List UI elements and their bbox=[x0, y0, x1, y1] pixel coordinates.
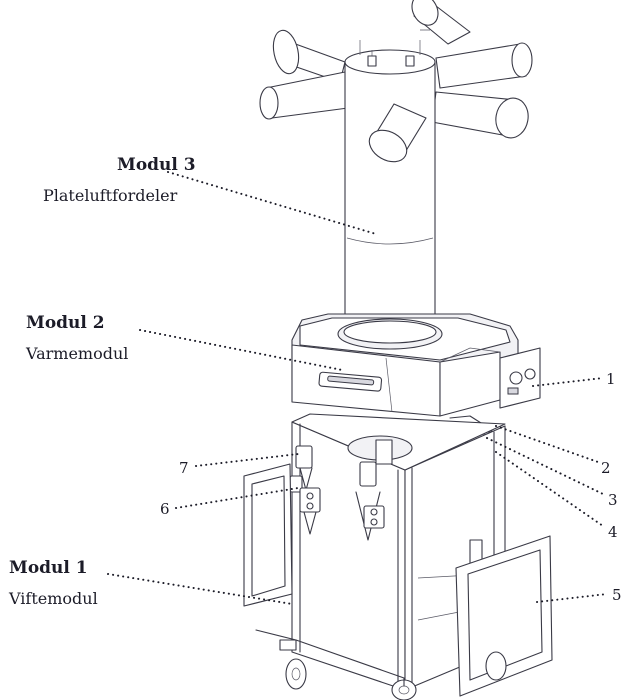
callout-5: 5 bbox=[612, 586, 622, 604]
distributor-arm-back-right bbox=[411, 0, 471, 45]
distributor-arm-right-upper bbox=[435, 42, 533, 89]
latch-right[interactable] bbox=[355, 461, 385, 541]
leader-modul-3 bbox=[167, 171, 377, 235]
distributor-top-opening bbox=[344, 49, 436, 75]
modul-2-title: Modul 2 bbox=[26, 313, 105, 333]
modul-3-title: Modul 3 bbox=[117, 155, 196, 175]
distributor-arm-back-left bbox=[272, 29, 346, 83]
distributor-column bbox=[344, 61, 436, 338]
leader-modul-2 bbox=[139, 329, 343, 371]
leader-modul-1 bbox=[107, 573, 293, 605]
leader-lines bbox=[107, 171, 608, 605]
latch-lower-left[interactable] bbox=[299, 487, 321, 535]
modul-3-subtitle: Plateluftfordeler bbox=[43, 186, 178, 205]
caster-right bbox=[485, 651, 507, 681]
callout-4: 4 bbox=[608, 523, 618, 541]
distributor-arm-right-lower bbox=[431, 91, 529, 139]
callout-6: 6 bbox=[160, 500, 170, 518]
callout-1: 1 bbox=[606, 370, 616, 388]
leader-3 bbox=[486, 437, 604, 495]
module-3-distributor bbox=[259, 0, 533, 350]
module-1-fan bbox=[243, 413, 553, 700]
heater-side-panel bbox=[439, 351, 501, 417]
modul-2-subtitle: Varmemodul bbox=[25, 344, 128, 363]
callout-7: 7 bbox=[179, 459, 189, 477]
latch-upper-left[interactable] bbox=[295, 445, 313, 491]
leader-2 bbox=[495, 425, 599, 463]
distributor-arm-front bbox=[368, 103, 427, 163]
modul-1-title: Modul 1 bbox=[9, 558, 88, 578]
callout-3: 3 bbox=[608, 491, 618, 509]
leader-7 bbox=[195, 453, 299, 467]
leader-6 bbox=[175, 487, 299, 509]
control-panel[interactable] bbox=[499, 347, 541, 409]
carry-handle[interactable] bbox=[318, 371, 383, 392]
switch-knob-icon[interactable] bbox=[509, 371, 523, 385]
distributor-arm-left bbox=[259, 71, 349, 120]
filter-right[interactable] bbox=[455, 535, 553, 697]
indicator-icon bbox=[524, 368, 536, 380]
module-2-heater bbox=[291, 313, 541, 453]
leader-4 bbox=[495, 451, 604, 527]
filter-left[interactable] bbox=[243, 463, 293, 607]
leader-1 bbox=[532, 377, 604, 387]
callout-2: 2 bbox=[601, 459, 611, 477]
module-labels: Modul 3 Plateluftfordeler Modul 2 Varmem… bbox=[8, 155, 196, 608]
caster-left bbox=[279, 639, 307, 690]
modul-1-subtitle: Viftemodul bbox=[8, 589, 98, 608]
callout-numbers: 1 2 3 4 5 6 7 bbox=[160, 370, 622, 604]
leader-5 bbox=[536, 593, 608, 603]
